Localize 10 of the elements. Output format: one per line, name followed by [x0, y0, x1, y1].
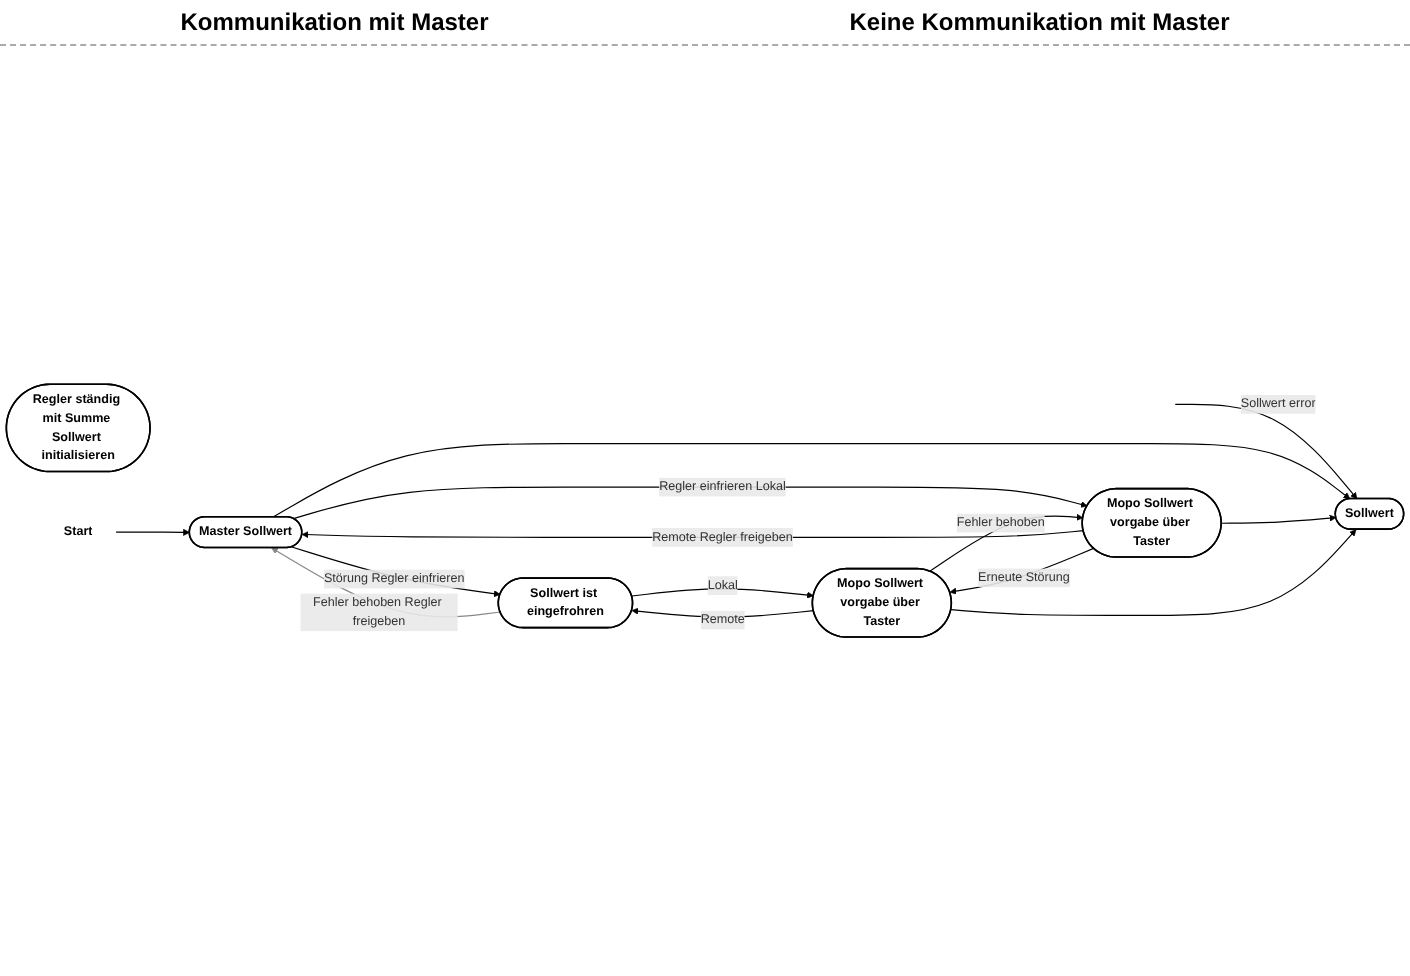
- arrow: [929, 514, 1084, 573]
- arrow: [1220, 515, 1337, 525]
- arrow: [1174, 404, 1358, 500]
- arrow: [950, 529, 1357, 617]
- column-heading: Kommunikation mit Master: [180, 8, 489, 36]
- arrow: [291, 546, 501, 598]
- arrow: [949, 548, 1095, 595]
- arrow: [115, 529, 190, 537]
- column-heading: Keine Kommunikation mit Master: [849, 8, 1230, 36]
- arrow: [631, 588, 814, 599]
